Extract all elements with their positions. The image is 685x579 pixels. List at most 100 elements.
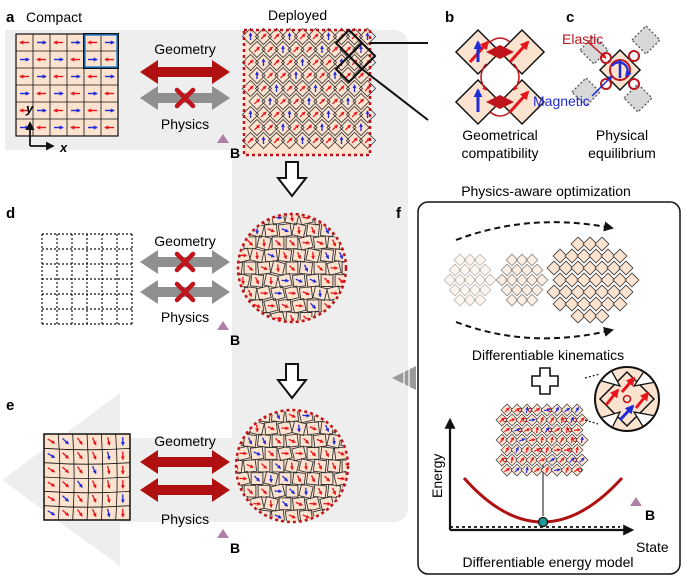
magnet-arrow [310,450,317,457]
kinematic-tile [478,263,492,277]
lattice-tile [341,459,347,473]
lattice-tile [332,79,351,98]
lattice-tile [319,27,338,46]
panel-a-geometry-label: Geometry [154,41,215,57]
magnet-arrow [570,416,574,424]
magnet-arrow [499,457,505,463]
magnet-arrow [549,416,555,423]
energy-model-label: Differentiable energy model [463,554,634,570]
kinematic-tile [468,283,482,297]
lattice-tile [284,285,300,301]
grid-line [43,462,131,465]
magnet-arrow [254,98,261,105]
kinematic-tile [463,253,477,267]
magnet-arrow [289,239,296,246]
magnet-arrow [106,451,111,461]
panel-d-physics-label: Physics [161,309,209,325]
lattice-tile [270,509,286,521]
lattice-tile [319,248,335,263]
magnet-arrow [281,228,289,233]
lattice-tile [277,298,293,313]
lattice-tile [270,260,286,276]
lattice-tile [284,215,300,226]
state-axis-label: State [636,539,669,555]
magnet-arrow [324,277,331,284]
magnet-arrow [62,437,70,445]
magnet-arrow [325,85,332,92]
lattice-tile [339,92,357,111]
panel-e-field-label: B [230,540,240,556]
lattice-tile [306,131,325,150]
magnet-arrow [563,448,571,452]
lattice-tile [248,66,266,85]
lattice-tile [320,472,334,485]
lattice-tile [248,40,266,59]
lattice-tile [326,484,342,499]
magnet-arrow [247,289,253,298]
kinematic-tile [443,273,457,287]
lattice-tile [345,27,364,46]
lattice-tile [250,472,264,485]
lattice-tile [263,298,279,314]
lattice-tile [319,53,338,72]
magnet-arrow [309,426,317,431]
magnet-arrow [275,463,282,470]
magnet-arrow [317,487,323,496]
magnet-arrow [504,467,511,473]
magnet-arrow [525,406,529,414]
magnet-arrow [543,408,551,412]
lattice-tile [261,118,279,137]
elastic-label: Elastic [562,31,603,47]
magnet-arrow [282,251,288,260]
magnet-arrow [513,428,521,432]
lattice-tile [287,118,305,137]
magnet-arrow [515,446,519,454]
magnet-arrow [332,124,339,131]
magnet-arrow [273,111,280,118]
lattice-tile [274,40,292,59]
magnet-arrow [306,72,313,79]
magnet-arrow [564,407,571,413]
magnet-arrow [295,501,303,506]
magnet-arrow [332,46,339,53]
cross-icon [174,281,196,303]
magnet-arrow [293,124,300,131]
magnet-arrow [275,412,281,420]
magnet-arrow [575,446,579,454]
magnet-arrow [47,452,56,459]
lattice-tile [241,53,260,72]
magnet-arrow [91,465,97,475]
lattice-tile [285,484,299,498]
magnet-arrow [504,446,510,453]
zoom-line [361,68,429,121]
magnet-arrow [514,407,521,413]
lattice-tile [326,260,342,276]
lattice-tile [249,273,265,288]
magnet-arrow [504,407,510,413]
magnet-arrow [310,226,316,235]
kinematic-tile [448,283,462,297]
magnet-arrow [106,480,111,489]
magnet-arrow [316,438,324,443]
magnet-arrow [275,437,282,444]
lattice-tile [319,446,335,461]
magnet-arrow [324,226,330,235]
magnet-arrow [62,452,70,459]
lattice-tile [241,27,260,46]
magnet-arrow [267,228,275,233]
magnet-arrow [338,277,345,284]
magnet-arrow [254,277,260,285]
magnet-arrow [91,451,97,460]
magnet-arrow [499,436,505,443]
magnetic-label: Magnetic [533,93,590,109]
lattice-tile [298,286,314,301]
magnet-arrow [338,111,345,118]
kinematic-tile [453,273,467,287]
magnet-arrow [296,251,302,260]
magnet-arrow [302,291,310,296]
magnet-arrow [553,448,561,452]
magnet-arrow [574,406,580,413]
magnet-arrow [260,33,267,40]
magnet-arrow [570,436,574,444]
magnet-arrow [306,46,313,53]
